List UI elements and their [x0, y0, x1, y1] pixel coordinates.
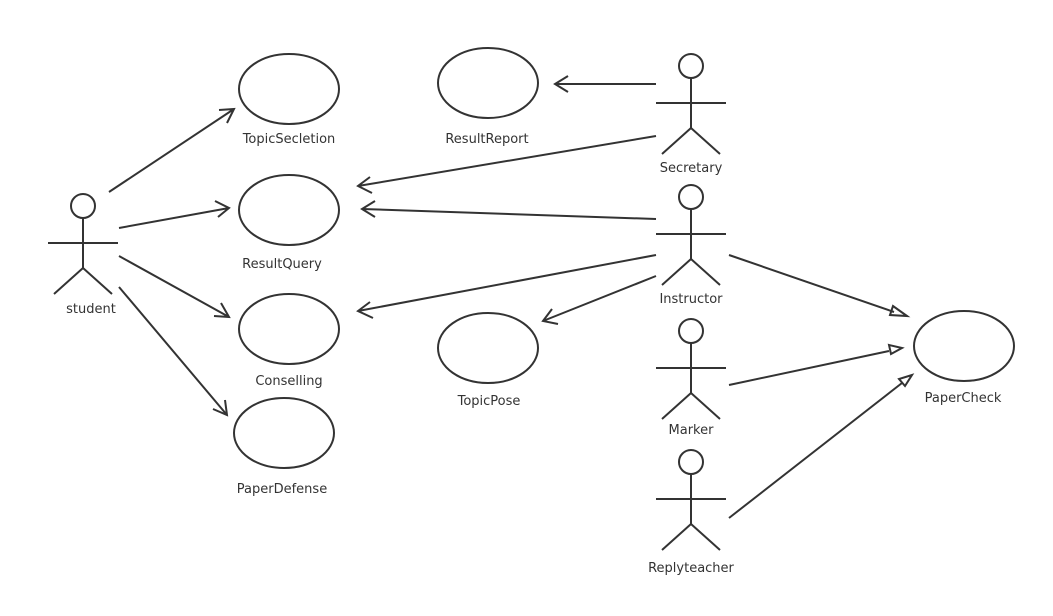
- association-student-paper-defense: [118, 286, 229, 417]
- use-case-ellipse: [233, 397, 335, 469]
- use-case-label: PaperDefense: [237, 482, 327, 497]
- use-case-label: Conselling: [255, 374, 322, 389]
- generalization-replyteacher-paper-check: [728, 373, 915, 519]
- stick-figure-icon: [48, 193, 118, 295]
- stick-figure-icon: [656, 449, 726, 551]
- generalization-instructor-paper-check: [728, 254, 911, 318]
- use-case-paper-check[interactable]: PaperCheck: [913, 310, 1015, 406]
- use-case-ellipse: [238, 53, 340, 125]
- use-case-label: PaperCheck: [925, 391, 1002, 406]
- use-case-ellipse: [238, 293, 340, 365]
- use-case-label: ResultReport: [445, 132, 528, 147]
- use-case-topic-pose[interactable]: TopicPose: [437, 312, 539, 409]
- association-secretary-result-query: [356, 135, 657, 194]
- stick-figure-icon: [656, 53, 726, 155]
- actor-student[interactable]: student: [48, 193, 118, 317]
- actor-label: Instructor: [659, 292, 723, 307]
- stick-figure-icon: [656, 318, 726, 420]
- use-case-topic-secletion[interactable]: TopicSecletion: [238, 53, 340, 147]
- use-case-conselling[interactable]: Conselling: [238, 293, 340, 389]
- use-case-ellipse: [913, 310, 1015, 382]
- association-student-topic-secletion: [108, 107, 236, 193]
- use-case-ellipse: [238, 174, 340, 246]
- use-case-label: ResultQuery: [242, 257, 322, 272]
- use-case-paper-defense[interactable]: PaperDefense: [233, 397, 335, 497]
- actor-instructor[interactable]: Instructor: [656, 184, 726, 307]
- use-case-label: TopicSecletion: [242, 132, 336, 147]
- actor-label: Replyteacher: [648, 561, 734, 576]
- actor-secretary[interactable]: Secretary: [656, 53, 726, 176]
- actor-label: Secretary: [660, 161, 723, 176]
- association-instructor-topic-pose: [541, 275, 657, 325]
- use-case-ellipse: [437, 47, 539, 119]
- association-instructor-result-query: [360, 200, 657, 220]
- use-case-label: TopicPose: [457, 394, 521, 409]
- actor-label: Marker: [669, 423, 715, 438]
- actor-marker[interactable]: Marker: [656, 318, 726, 438]
- association-secretary-result-report: [553, 75, 656, 93]
- use-case-result-query[interactable]: ResultQuery: [238, 174, 340, 272]
- use-case-ellipse: [437, 312, 539, 384]
- stick-figure-icon: [656, 184, 726, 286]
- association-instructor-conselling: [356, 254, 657, 319]
- use-case-result-report[interactable]: ResultReport: [437, 47, 539, 147]
- association-student-conselling: [118, 255, 231, 319]
- actor-replyteacher[interactable]: Replyteacher: [648, 449, 735, 576]
- actor-label: student: [66, 302, 116, 317]
- generalization-marker-paper-check: [728, 343, 905, 386]
- association-student-result-query: [118, 200, 231, 229]
